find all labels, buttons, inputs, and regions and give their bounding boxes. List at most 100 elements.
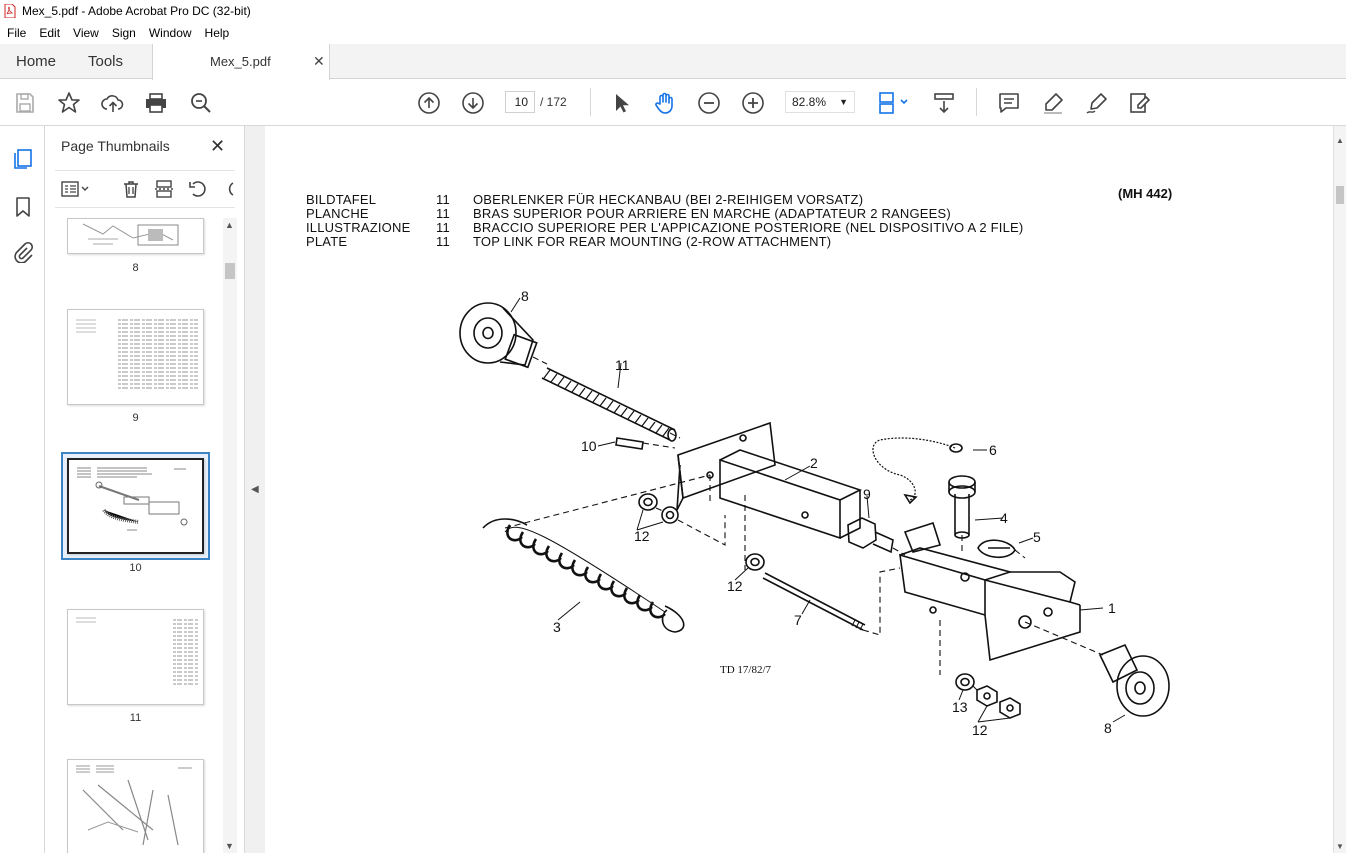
scroll-thumb[interactable] xyxy=(1336,186,1344,204)
header-label: BILDTAFEL xyxy=(306,192,377,207)
zoom-out-icon[interactable] xyxy=(697,91,721,115)
upload-cloud-icon[interactable] xyxy=(101,91,125,115)
main-toolbar xyxy=(0,80,1346,126)
thumbnail-label-10: 10 xyxy=(129,562,142,574)
thumbnail-page-10[interactable] xyxy=(67,458,204,554)
draw-sign-icon[interactable] xyxy=(1085,91,1109,115)
menu-help[interactable]: Help xyxy=(204,26,230,40)
spring-part xyxy=(482,518,685,633)
callout-4: 4 xyxy=(1000,510,1008,526)
scroll-down-icon[interactable]: ▼ xyxy=(225,841,234,851)
title-bar: Mex_5.pdf - Adobe Acrobat Pro DC (32-bit… xyxy=(0,0,1346,22)
callout-12: 12 xyxy=(634,528,650,544)
callout-8: 8 xyxy=(521,288,529,304)
thumbnails-scrollbar[interactable]: ▲ ▼ xyxy=(223,218,237,853)
comment-icon[interactable] xyxy=(997,91,1021,115)
callout-10: 10 xyxy=(581,438,597,454)
thumbnail-label-11: 11 xyxy=(129,712,142,724)
close-tab-icon[interactable]: ✕ xyxy=(313,53,325,69)
menu-edit[interactable]: Edit xyxy=(39,26,61,40)
scroll-down-icon[interactable]: ▼ xyxy=(1336,842,1344,851)
callout-13: 13 xyxy=(952,699,968,715)
header-number: 11 xyxy=(436,220,450,235)
scroll-up-icon[interactable]: ▲ xyxy=(225,220,234,230)
pin-part xyxy=(615,437,644,450)
toolbar-divider xyxy=(590,88,591,116)
callout-7: 7 xyxy=(794,612,802,628)
delete-trash-icon[interactable] xyxy=(121,179,141,199)
select-cursor-icon[interactable] xyxy=(609,91,633,115)
search-zoom-icon[interactable] xyxy=(189,91,213,115)
previous-page-icon[interactable] xyxy=(417,91,441,115)
next-page-icon[interactable] xyxy=(461,91,485,115)
rod-end-top-part xyxy=(459,302,538,369)
left-navigation-rail xyxy=(0,126,45,853)
lower-washers-part xyxy=(955,673,1021,719)
cable-loop-part xyxy=(872,437,963,505)
bracket-tube-part xyxy=(676,421,863,540)
total-pages-label: / 172 xyxy=(540,95,567,109)
highlight-pen-icon[interactable] xyxy=(1041,91,1065,115)
thumbnail-page-9[interactable] xyxy=(67,309,204,405)
menu-file[interactable]: File xyxy=(7,26,27,40)
save-icon[interactable] xyxy=(13,91,37,115)
header-text: BRACCIO SUPERIORE PER L'APPICAZIONE POST… xyxy=(473,220,1024,235)
thumbnail-label-9: 9 xyxy=(132,412,139,424)
page-number-input[interactable]: 10 xyxy=(505,91,535,113)
header-text: BRAS SUPERIOR POUR ARRIERE EN MARCHE (AD… xyxy=(473,206,951,221)
lynch-clip-part xyxy=(977,539,1016,559)
rotate-left-icon[interactable] xyxy=(188,179,208,199)
zoom-in-icon[interactable] xyxy=(741,91,765,115)
zoom-level-select[interactable]: 82.8% ▼ xyxy=(785,91,855,113)
thumbnail-options-icon[interactable] xyxy=(61,179,91,199)
bookmark-star-icon[interactable] xyxy=(57,91,81,115)
tab-bar: Home Tools Mex_5.pdf ✕ xyxy=(0,44,1346,80)
hitch-pin-part xyxy=(948,475,976,539)
document-tab-label: Mex_5.pdf xyxy=(210,54,271,69)
thumbnail-page-12[interactable] xyxy=(67,759,204,853)
print-icon[interactable] xyxy=(144,91,168,115)
header-label: ILLUSTRAZIONE xyxy=(306,220,411,235)
main-frame-part xyxy=(899,521,1081,662)
hand-tool-icon[interactable] xyxy=(653,91,677,115)
washer-part xyxy=(745,553,765,571)
thumbnail-page-8[interactable] xyxy=(67,218,204,254)
menu-window[interactable]: Window xyxy=(148,26,192,40)
document-scrollbar[interactable]: ▲ ▼ xyxy=(1333,126,1346,853)
page-display-icon[interactable] xyxy=(877,91,911,115)
close-panel-icon[interactable]: ✕ xyxy=(210,136,226,156)
thumbnail-label-8: 8 xyxy=(132,262,139,274)
attachment-paperclip-icon[interactable] xyxy=(12,241,34,263)
chevron-left-icon: ◀ xyxy=(251,484,259,495)
toolbar-divider xyxy=(976,88,977,116)
bookmark-icon[interactable] xyxy=(12,196,34,218)
extract-page-icon[interactable] xyxy=(154,179,174,199)
menu-sign[interactable]: Sign xyxy=(111,26,136,40)
callout-3: 3 xyxy=(553,619,561,635)
header-number: 11 xyxy=(436,234,450,249)
thumbnail-page-11[interactable] xyxy=(67,609,204,705)
nut-part xyxy=(847,517,894,554)
panel-collapse-handle[interactable]: ◀ xyxy=(245,126,265,853)
tab-document[interactable]: Mex_5.pdf ✕ xyxy=(152,44,330,80)
header-text: OBERLENKER FÜR HECKANBAU (BEI 2-REIHIGEM… xyxy=(473,192,864,207)
scroll-thumb[interactable] xyxy=(225,263,235,279)
document-view xyxy=(265,126,1333,853)
exploded-parts-drawing: 8 11 10 2 6 9 4 5 12 12 3 7 1 13 12 8 xyxy=(459,288,1170,738)
callout-6: 6 xyxy=(989,442,997,458)
page-thumbnails-icon[interactable] xyxy=(12,148,34,170)
callout-11: 11 xyxy=(615,357,630,373)
scroll-up-icon[interactable]: ▲ xyxy=(1336,136,1344,145)
callout-9: 9 xyxy=(863,486,871,502)
tab-tools[interactable]: Tools xyxy=(88,53,124,70)
tab-home[interactable]: Home xyxy=(16,53,57,70)
rotate-right-icon[interactable] xyxy=(219,179,235,199)
washers-part xyxy=(638,493,679,524)
menu-bar: File Edit View Sign Window Help xyxy=(0,22,1346,44)
edit-pdf-icon[interactable] xyxy=(1128,91,1152,115)
menu-view[interactable]: View xyxy=(73,26,99,40)
window-title: Mex_5.pdf - Adobe Acrobat Pro DC (32-bit… xyxy=(22,4,251,18)
scroll-mode-icon[interactable] xyxy=(932,91,956,115)
